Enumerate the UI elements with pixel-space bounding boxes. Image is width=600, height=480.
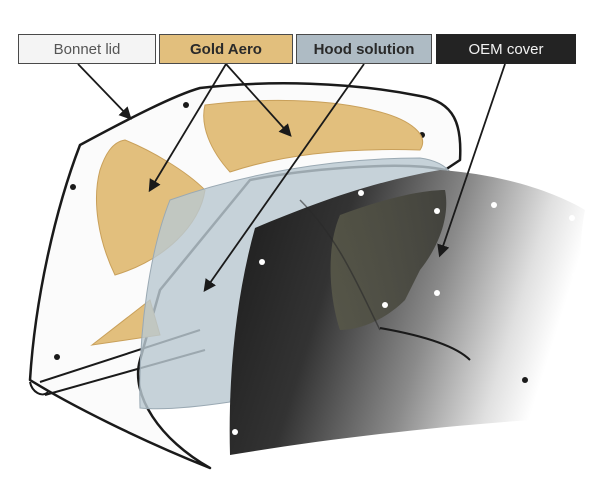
gold-aero-arrow-left xyxy=(148,63,227,193)
legend-bonnet-lid-label: Bonnet lid xyxy=(53,40,121,58)
oem-cover-inner-brace xyxy=(330,190,447,330)
bolt-hole xyxy=(259,259,265,265)
gold-aero-left-panel xyxy=(96,139,206,276)
bolt-hole xyxy=(183,102,189,108)
bolt-hole xyxy=(382,302,388,308)
bolt-hole xyxy=(572,272,578,278)
oem-cover-panel xyxy=(229,170,585,455)
legend-hood-solution-label: Hood solution xyxy=(313,40,415,58)
gold-aero-arrow-right xyxy=(225,63,292,137)
oem-cover-arrow xyxy=(437,63,506,258)
bolt-hole xyxy=(434,208,440,214)
legend-gold-aero: Gold Aero xyxy=(159,34,293,64)
hood-solution-arrow xyxy=(203,63,365,293)
bolt-hole xyxy=(434,290,440,296)
bolt-hole xyxy=(232,429,238,435)
legend-oem-cover: OEM cover xyxy=(436,34,576,64)
bolt-hole xyxy=(522,377,528,383)
bolt-hole xyxy=(358,190,364,196)
callout-arrows xyxy=(77,63,506,293)
legend-gold-aero-label: Gold Aero xyxy=(190,40,262,58)
bolt-hole xyxy=(491,202,497,208)
legend-hood-solution: Hood solution xyxy=(296,34,432,64)
oem-cover-layer xyxy=(229,170,585,455)
bolt-hole xyxy=(54,354,60,360)
bolt-hole xyxy=(70,184,76,190)
legend-bonnet-lid: Bonnet lid xyxy=(18,34,156,64)
bonnet-lid-arrow xyxy=(77,63,132,120)
bolt-hole xyxy=(569,215,575,221)
legend-oem-cover-label: OEM cover xyxy=(468,40,544,58)
